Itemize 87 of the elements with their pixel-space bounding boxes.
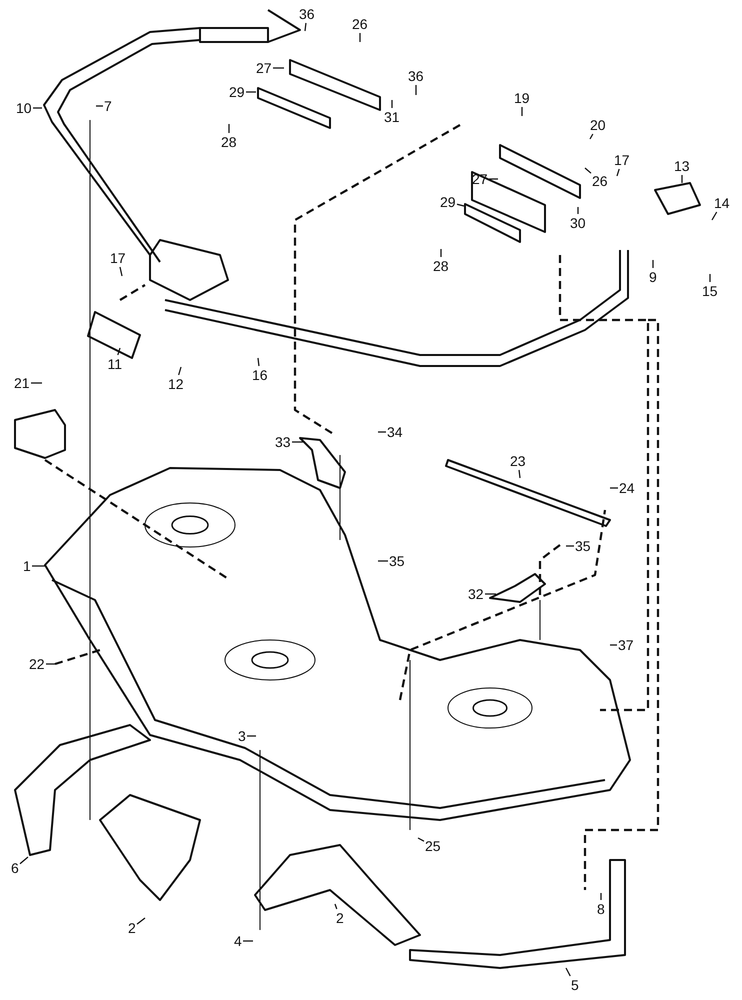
leader-line [247,735,256,737]
callout-number: 35 [575,538,591,554]
callout-number: 35 [389,553,405,569]
leader-line [31,382,42,384]
callout-number: 9 [649,269,657,285]
callout-number: 6 [11,860,19,876]
callout-number: 20 [590,117,606,133]
leader-line [415,85,417,95]
callout-number: 5 [571,977,579,993]
leader-line [610,644,617,646]
callout-number: 14 [714,195,730,211]
leader-line [228,124,230,133]
leader-line [178,366,182,376]
callout-number: 30 [570,215,586,231]
leader-line [257,358,260,366]
leader-line [709,274,711,282]
callout-number: 36 [408,68,424,84]
callout-number: 22 [29,656,45,672]
leader-line [418,837,424,842]
callout-number: 17 [110,250,126,266]
callout-number: 1 [23,558,31,574]
leader-line [46,663,55,665]
callout-number: 32 [468,586,484,602]
leader-line [273,67,284,69]
callout-number: 11 [108,356,122,372]
callout-number: 7 [104,98,112,114]
callout-number: 10 [16,100,32,116]
leader-line [485,593,496,595]
leader-line [334,904,338,910]
leader-line [391,100,393,108]
callout-number: 37 [618,637,634,653]
leader-line [521,107,523,116]
leader-line [489,178,498,180]
callout-number: 23 [510,453,526,469]
leader-line [243,940,253,942]
leader-line [711,212,718,220]
callout-number: 31 [384,109,400,125]
leader-line [304,22,307,32]
leader-line [616,168,620,176]
callout-number: 2 [128,920,136,936]
leader-line [96,105,103,107]
callout-number: 34 [387,424,403,440]
callout-number: 19 [514,90,530,106]
leader-line [681,175,683,183]
leader-line [378,431,386,433]
callout-number: 17 [614,152,630,168]
leader-line [136,918,146,925]
leader-line [600,893,602,900]
leader-line [565,968,571,976]
leader-line [652,260,654,268]
callout-number: 21 [14,375,30,391]
leader-line [292,441,303,443]
callout-number: 28 [433,258,449,274]
callout-number: 29 [229,84,245,100]
callout-number: 28 [221,134,237,150]
callout-number: 15 [702,283,718,299]
leader-line [566,545,574,547]
callout-number: 16 [252,367,268,383]
callout-number: 24 [619,480,635,496]
callout-number: 13 [674,158,690,174]
callout-number: 33 [275,434,291,450]
leader-line [584,168,592,174]
callout-number: 36 [299,6,315,22]
leader-line [20,856,28,864]
callout-number: 4 [234,933,242,949]
callout-number: 27 [256,60,272,76]
callout-number: 8 [597,901,605,917]
leader-line [359,33,361,42]
leader-line [117,348,121,356]
leader-line [119,266,123,276]
callout-number: 12 [168,376,184,392]
leader-line [610,487,618,489]
leader-line [518,470,521,478]
leader-line [577,207,579,214]
callout-number: 26 [352,16,368,32]
leader-line [456,204,464,207]
callout-number: 26 [592,173,608,189]
callout-number: 29 [440,194,456,210]
callout-number: 25 [425,838,441,854]
leader-line [378,560,388,562]
leader-line [33,107,42,109]
callout-number: 3 [238,728,246,744]
leader-line [32,565,46,567]
leader-line [246,91,256,93]
leader-line [440,249,442,257]
leader-line [589,134,594,140]
callout-number: 2 [336,910,344,926]
